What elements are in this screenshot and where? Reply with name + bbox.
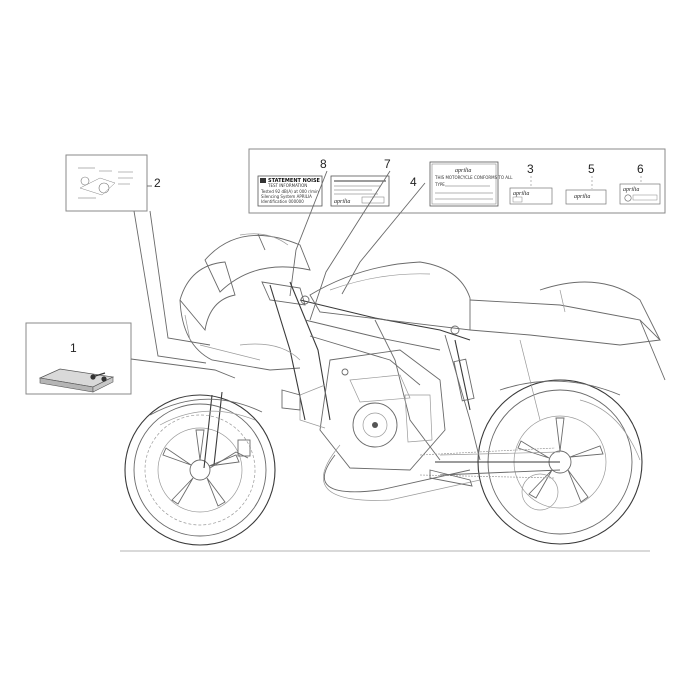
- l4-line2: TYPE: [434, 182, 445, 187]
- engine: [299, 349, 446, 471]
- l4-line1: THIS MOTORCYCLE CONFORMS TO ALL: [434, 175, 513, 180]
- l8-line1: STATEMENT NOISE: [268, 178, 321, 184]
- callout-7: 7: [384, 157, 391, 171]
- callout-5: 5: [588, 162, 595, 176]
- label-5[interactable]: aprilia: [565, 189, 607, 205]
- manual-1-box[interactable]: [0, 322, 132, 395]
- callout-2: 2: [154, 176, 161, 190]
- l8-line4: Silencing System APRILIA: [261, 194, 312, 199]
- callout-4: 4: [410, 175, 417, 189]
- label-panel: STATEMENT NOISE TEST INFORMATION Tested …: [248, 148, 666, 214]
- l8-line2: TEST INFORMATION: [267, 183, 307, 188]
- label-3[interactable]: aprilia: [509, 187, 553, 205]
- callout-3: 3: [527, 162, 534, 176]
- l8-line5: Identification 000000: [261, 199, 304, 204]
- noise-label-8[interactable]: STATEMENT NOISE TEST INFORMATION Tested …: [257, 175, 323, 207]
- callout-8: 8: [320, 157, 327, 171]
- front-wheel: [124, 394, 276, 546]
- l4-brand: aprilia: [455, 168, 471, 174]
- l8-line3: Tested 92 dB(A) at 000 r/min: [260, 189, 319, 194]
- l6-brand: aprilia: [623, 187, 639, 193]
- label-6[interactable]: aprilia: [619, 183, 661, 205]
- l5-brand: aprilia: [574, 194, 590, 200]
- l3-brand: aprilia: [513, 191, 529, 197]
- callout-1: 1: [70, 341, 77, 355]
- motorcycle-drawing: [120, 233, 666, 552]
- callout-6: 6: [637, 162, 644, 176]
- label-7[interactable]: aprilia: [330, 175, 390, 207]
- l7-brand: aprilia: [334, 199, 350, 205]
- label-4[interactable]: aprilia THIS MOTORCYCLE CONFORMS TO ALL …: [429, 161, 513, 207]
- sticker-2-box[interactable]: [65, 154, 148, 212]
